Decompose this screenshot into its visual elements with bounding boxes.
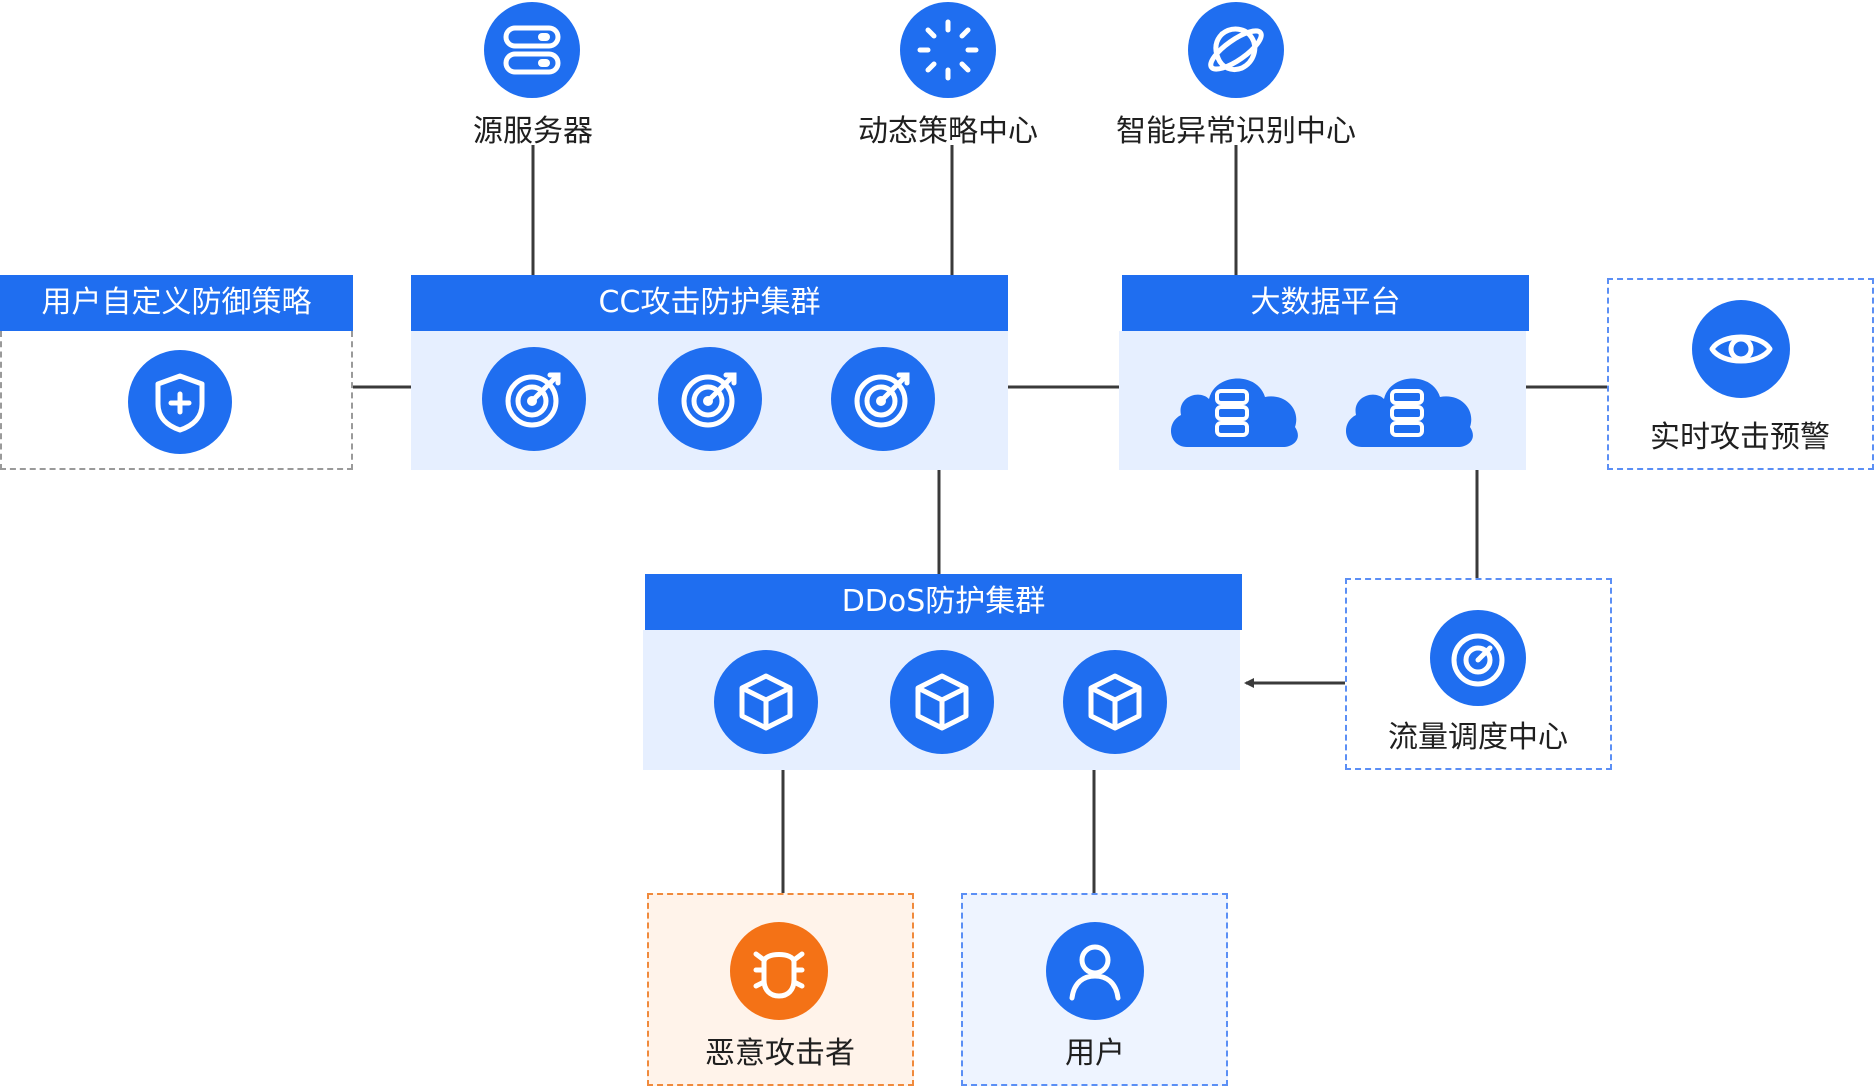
target-arrow-icon (505, 372, 561, 428)
alert-label: 实时攻击预警 (1650, 420, 1830, 455)
loading-ring-icon (917, 19, 979, 81)
ai-node (1188, 2, 1284, 98)
strategy-node (900, 2, 996, 98)
server-label: 源服务器 (473, 114, 593, 149)
cc-node-3 (831, 347, 935, 451)
ddos-node-3 (1063, 650, 1167, 754)
attacker-label: 恶意攻击者 (705, 1036, 855, 1071)
scheduler-label: 流量调度中心 (1388, 720, 1568, 755)
cc-cluster-header: CC攻击防护集群 (411, 275, 1008, 331)
target-arrow-icon (854, 372, 910, 428)
ddos-node-2 (890, 650, 994, 754)
cc-node-1 (482, 347, 586, 451)
ddos-node-1 (714, 650, 818, 754)
strategy-label: 动态策略中心 (858, 114, 1038, 149)
custom-policy-node (128, 350, 232, 454)
shield-plus-icon (155, 373, 205, 433)
user-node (1046, 922, 1144, 1020)
ai-planet-icon (1208, 26, 1264, 73)
ddos-cluster-header: DDoS防护集群 (645, 574, 1242, 630)
cloud-database-icon (1170, 378, 1298, 447)
eye-icon (1709, 334, 1773, 364)
custom-policy-header: 用户自定义防御策略 (0, 275, 353, 331)
scheduler-node (1430, 610, 1526, 706)
bug-icon (753, 951, 805, 999)
alert-node (1692, 300, 1790, 398)
cube-icon (739, 673, 793, 731)
speedometer-icon (1451, 633, 1505, 687)
server-icon (503, 25, 561, 75)
user-label: 用户 (1065, 1036, 1125, 1071)
cube-icon (915, 673, 969, 731)
bigdata-header: 大数据平台 (1122, 275, 1529, 331)
server-node (484, 2, 580, 98)
user-icon (1069, 944, 1121, 1001)
cc-node-2 (658, 347, 762, 451)
attacker-node (730, 922, 828, 1020)
cloud-database-icon (1345, 378, 1473, 447)
ai-label: 智能异常识别中心 (1116, 114, 1356, 149)
cube-icon (1088, 673, 1142, 731)
target-arrow-icon (681, 372, 737, 428)
